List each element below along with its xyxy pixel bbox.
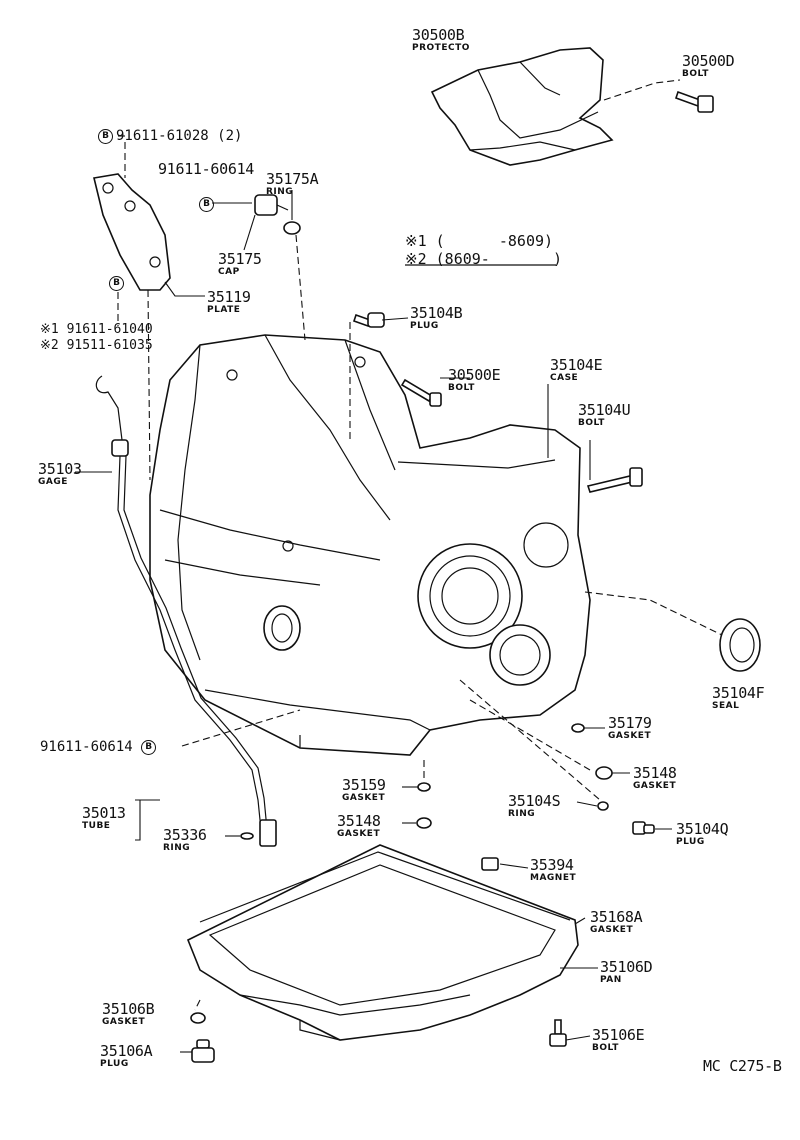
label-30500e: 30500E BOLT — [448, 366, 501, 393]
label-91611-61040: ※1 91611-61040 — [40, 322, 153, 337]
label-35104s: 35104S RING — [508, 792, 561, 819]
cap-sensor — [254, 194, 301, 235]
label-35168a: 35168A GASKET — [590, 908, 643, 935]
ring-35104s — [597, 801, 609, 811]
gasket-35148-right — [595, 766, 613, 780]
label-35013: 35013 TUBE — [82, 804, 126, 831]
label-91611-60614-bottom: 91611-60614 B — [40, 739, 159, 755]
gasket-35179 — [571, 723, 585, 733]
plate-bracket — [93, 173, 171, 291]
magnet — [481, 857, 499, 871]
label-35175: 35175 CAP — [218, 250, 262, 277]
plug-35104b — [352, 312, 385, 328]
label-35148-left: 35148 GASKET — [337, 812, 381, 839]
legend-row-2: ※2 (8609- ) — [405, 250, 563, 268]
legend-row-1: ※1 ( -8609) — [405, 232, 554, 250]
label-35179: 35179 GASKET — [608, 714, 652, 741]
label-35336: 35336 RING — [163, 826, 207, 853]
pan-bolt — [549, 1019, 567, 1047]
label-35106d: 35106D PAN — [600, 958, 653, 985]
seal-ring — [719, 618, 761, 672]
label-35106a: 35106A PLUG — [100, 1042, 153, 1069]
label-35148-right: 35148 GASKET — [633, 764, 677, 791]
label-35106b: 35106B GASKET — [102, 1000, 155, 1027]
label-35104e: 35104E CASE — [550, 356, 603, 383]
plug-35104q — [632, 821, 655, 835]
dipstick-and-tube — [95, 375, 277, 847]
case-bolt — [586, 467, 643, 493]
label-35106e: 35106E BOLT — [592, 1026, 645, 1053]
label-30500b: 30500B PROTECTO — [412, 26, 470, 53]
bolt-30500d — [674, 90, 714, 113]
diagram-id-code: MC C275-B — [703, 1057, 782, 1075]
label-35159: 35159 GASKET — [342, 776, 386, 803]
label-35394: 35394 MAGNET — [530, 856, 577, 883]
b-mark-icon: B — [199, 197, 214, 212]
b-mark-icon: B — [98, 128, 113, 144]
label-35103: 35103 GAGE — [38, 460, 82, 487]
label-35175a: 35175A RING — [266, 170, 319, 197]
label-35119: 35119 PLATE — [207, 288, 251, 315]
bolt-30500e — [400, 378, 442, 407]
b-mark-icon: B — [109, 276, 124, 291]
leader-lines — [75, 135, 672, 1053]
gasket-35106b — [190, 1012, 206, 1024]
label-35104b: 35104B PLUG — [410, 304, 463, 331]
label-35104q: 35104Q PLUG — [676, 820, 729, 847]
label-91611-60614-top: 91611-60614 — [158, 160, 255, 178]
gasket-35148-left — [416, 817, 432, 829]
oil-pan — [186, 844, 579, 1041]
gasket-35159 — [417, 782, 431, 792]
drain-plug — [191, 1039, 215, 1063]
label-35104u: 35104U BOLT — [578, 401, 631, 428]
label-35104f: 35104F SEAL — [712, 684, 765, 711]
label-91511-61035: ※2 91511-61035 — [40, 338, 153, 353]
b-mark-icon: B — [141, 739, 157, 755]
label-30500d: 30500D BOLT — [682, 52, 735, 79]
protector-part — [430, 47, 614, 166]
transaxle-case — [149, 334, 591, 756]
